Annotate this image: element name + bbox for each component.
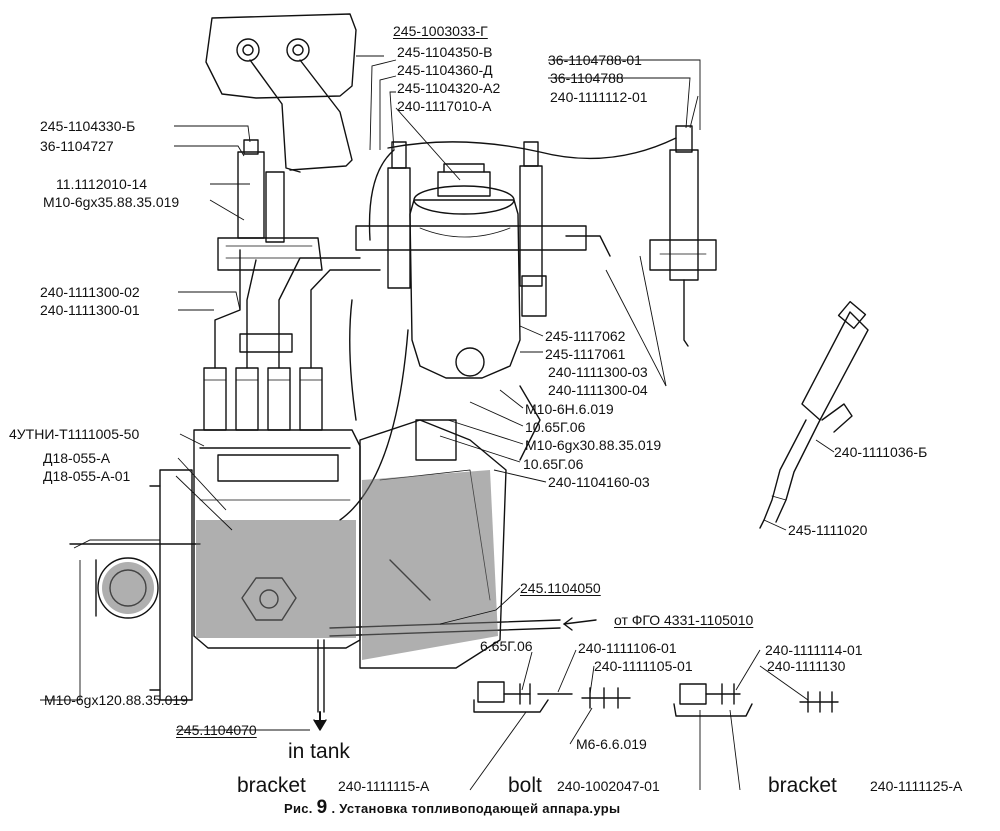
loose-injector bbox=[759, 300, 869, 529]
label-245-1104360-D: 245-1104360-Д bbox=[397, 62, 493, 78]
label-240-1111130: 240-1111130 bbox=[767, 658, 846, 674]
label-240-1111125-A: 240-1111125-А bbox=[870, 778, 963, 794]
label-240-1111114-01: 240-1111114-01 bbox=[765, 642, 863, 658]
return-line bbox=[387, 137, 677, 160]
label-240-1111300-04: 240-1111300-04 bbox=[548, 382, 648, 398]
label-240-1104160-03: 240-1104160-03 bbox=[548, 474, 650, 490]
flange-plate bbox=[159, 469, 193, 701]
figure-caption: Рис. 9 . Установка топливоподающей аппар… bbox=[284, 797, 621, 818]
label-240-1111036-B: 240-1111036-Б bbox=[834, 444, 928, 460]
label-D18-055-A: Д18-055-А bbox=[43, 450, 111, 466]
governor bbox=[359, 419, 507, 669]
label-D18-055-A-01: Д18-055-А-01 bbox=[43, 468, 131, 484]
label-ot-FGO: от ФГО 4331-1105010 bbox=[614, 612, 754, 628]
label-240-1111300-02: 240-1111300-02 bbox=[40, 284, 140, 300]
line-cloud-left bbox=[249, 59, 301, 173]
label-240-1111106-01: 240-1111106-01 bbox=[578, 640, 677, 656]
label-M10-6gx35: М10-6gx35.88.35.019 bbox=[43, 194, 180, 210]
caption-prefix: Рис. bbox=[284, 801, 313, 816]
label-240-1111115-A: 240-1111115-А bbox=[338, 778, 430, 794]
bracket-detail-1 bbox=[473, 681, 573, 713]
label-36-1104788: 36-1104788 bbox=[550, 70, 624, 86]
label-245-1111020: 245-1111020 bbox=[788, 522, 868, 538]
label-M6-6-6-019: М6-6.6.019 bbox=[576, 736, 647, 752]
fitting-right bbox=[286, 38, 310, 62]
label-240-1111112-01: 240-1111112-01 bbox=[550, 89, 648, 105]
label-245-1104330-B: 245-1104330-Б bbox=[40, 118, 136, 134]
label-245-1117061: 245-1117061 bbox=[545, 346, 626, 362]
label-10-65G-06-b: 10.65Г.06 bbox=[523, 456, 584, 472]
caption-number: 9 bbox=[316, 797, 328, 818]
fuel-filter bbox=[409, 199, 521, 379]
label-245-1104350-V: 245-1104350-В bbox=[397, 44, 493, 60]
injector-left-a bbox=[237, 151, 265, 239]
injector-mid-a bbox=[387, 167, 411, 289]
label-240-1111105-01: 240-1111105-01 bbox=[594, 658, 693, 674]
bracket-detail-2 bbox=[673, 683, 753, 717]
label-M10-6gx120: М10-6gx120.88.35.019 bbox=[44, 692, 188, 708]
label-bolt: bolt bbox=[508, 774, 542, 797]
label-245-1003033-G: 245-1003033-Г bbox=[393, 23, 488, 39]
line-cloud-right bbox=[289, 59, 353, 171]
label-245-1104320-A2: 245-1104320-А2 bbox=[397, 80, 501, 96]
washer-detail bbox=[799, 691, 839, 713]
label-36-1104788-01: 36-1104788-01 bbox=[548, 52, 642, 68]
label-240-1111300-01: 240-1111300-01 bbox=[40, 302, 140, 318]
label-240-1002047-01: 240-1002047-01 bbox=[557, 778, 660, 794]
label-11-1112010-14: 11.1112010-14 bbox=[56, 176, 148, 192]
label-245-1104070: 245.1104070 bbox=[176, 722, 257, 738]
label-in-tank: in tank bbox=[288, 740, 350, 763]
label-240-1111300-03: 240-1111300-03 bbox=[548, 364, 648, 380]
injector-right bbox=[669, 149, 699, 281]
injector-left-b bbox=[265, 171, 285, 243]
label-10-65G-06-a: 10.65Г.06 bbox=[525, 419, 586, 435]
label-M10-6gx30: М10-6gx30.88.35.019 bbox=[525, 437, 662, 453]
label-6-65G-06: 6.65Г.06 bbox=[480, 638, 533, 654]
caption-text: . Установка топливоподающей аппара.уры bbox=[331, 801, 621, 816]
label-bracket-2: bracket bbox=[768, 774, 837, 797]
label-M10-6N: М10-6Н.6.019 bbox=[525, 401, 614, 417]
label-bracket-1: bracket bbox=[237, 774, 306, 797]
label-245-1104050: 245.1104050 bbox=[520, 580, 601, 596]
cloud-outline bbox=[205, 13, 357, 99]
bolt-detail bbox=[581, 687, 631, 709]
label-36-1104727: 36-1104727 bbox=[40, 138, 114, 154]
fitting-left bbox=[236, 38, 260, 62]
label-245-1117062: 245-1117062 bbox=[545, 328, 626, 344]
label-4UTNI: 4УТНИ-Т1111005-50 bbox=[9, 426, 140, 442]
label-240-1117010-A: 240-1117010-А bbox=[397, 98, 492, 114]
